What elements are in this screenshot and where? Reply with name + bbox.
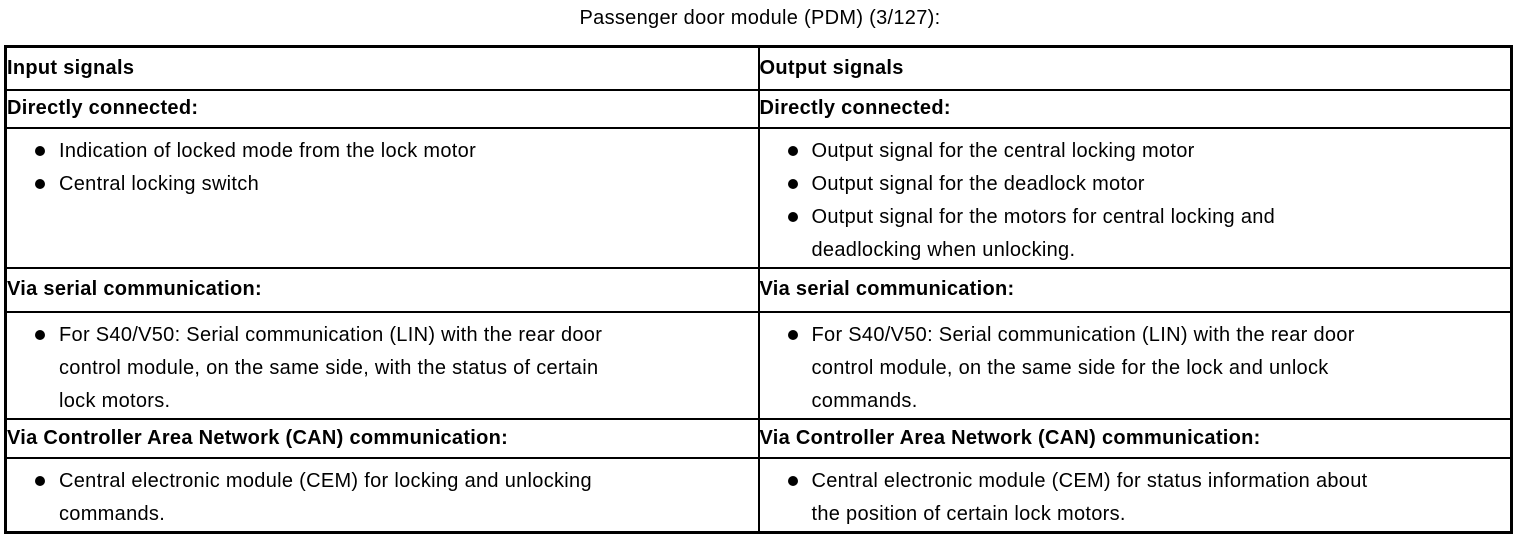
bullet-icon [787,211,798,222]
list-item-text: Output signal for the motors for central… [811,205,1276,261]
list-item-text: Output signal for the central locking mo… [811,139,1195,162]
input-directly-connected-items: Indication of locked mode from the lock … [4,126,760,269]
list-item-text: For S40/V50: Serial communication (LIN) … [59,323,603,412]
directly-connected-heading-row: Directly connected: Directly connected: [4,88,1513,129]
output-signals-header: Output signals [757,45,1513,91]
list-item: For S40/V50: Serial communication (LIN) … [35,319,750,418]
list-item-text: Output signal for the deadlock motor [811,172,1145,195]
input-can-heading: Via Controller Area Network (CAN) commun… [4,417,760,459]
bullet-icon [787,145,798,156]
output-directly-connected-items: Output signal for the central locking mo… [757,126,1513,269]
signals-table: Input signals Output signals Directly co… [4,45,1513,534]
output-directly-connected-heading: Directly connected: [757,88,1513,129]
bullet-icon [787,475,798,486]
bullet-icon [787,329,798,340]
input-signals-header: Input signals [4,45,760,91]
directly-connected-items-row: Indication of locked mode from the lock … [4,126,1513,269]
list-item-text: Central electronic module (CEM) for lock… [59,469,592,525]
list-item: Output signal for the central locking mo… [787,135,1503,168]
input-serial-items: For S40/V50: Serial communication (LIN) … [4,310,760,420]
page-title: Passenger door module (PDM) (3/127): [579,7,941,29]
bullet-icon [787,178,798,189]
bullet-icon [35,178,45,189]
list-item: Central electronic module (CEM) for stat… [787,465,1503,531]
list-item: For S40/V50: Serial communication (LIN) … [787,319,1503,418]
list-item-text: For S40/V50: Serial communication (LIN) … [811,323,1355,412]
list-item-text: Indication of locked mode from the lock … [59,139,477,162]
list-item-text: Central electronic module (CEM) for stat… [811,469,1368,525]
output-serial-heading: Via serial communication: [757,266,1513,313]
input-serial-heading: Via serial communication: [4,266,760,313]
list-item: Output signal for the deadlock motor [787,168,1503,201]
column-header-row: Input signals Output signals [4,45,1513,91]
input-can-items: Central electronic module (CEM) for lock… [4,456,760,533]
list-item: Indication of locked mode from the lock … [35,135,750,168]
serial-communication-items-row: For S40/V50: Serial communication (LIN) … [4,310,1513,420]
bullet-icon [35,145,45,156]
output-can-heading: Via Controller Area Network (CAN) commun… [757,417,1513,459]
list-item-text: Central locking switch [59,172,260,195]
list-item: Central electronic module (CEM) for lock… [35,465,750,531]
bullet-icon [35,475,45,486]
list-item: Central locking switch [35,168,750,201]
output-serial-items: For S40/V50: Serial communication (LIN) … [757,310,1513,420]
serial-communication-heading-row: Via serial communication: Via serial com… [4,266,1513,313]
can-communication-heading-row: Via Controller Area Network (CAN) commun… [4,417,1513,459]
input-directly-connected-heading: Directly connected: [4,88,760,129]
bullet-icon [35,329,45,340]
output-can-items: Central electronic module (CEM) for stat… [757,456,1513,533]
can-communication-items-row: Central electronic module (CEM) for lock… [4,456,1513,533]
list-item: Output signal for the motors for central… [787,201,1503,267]
